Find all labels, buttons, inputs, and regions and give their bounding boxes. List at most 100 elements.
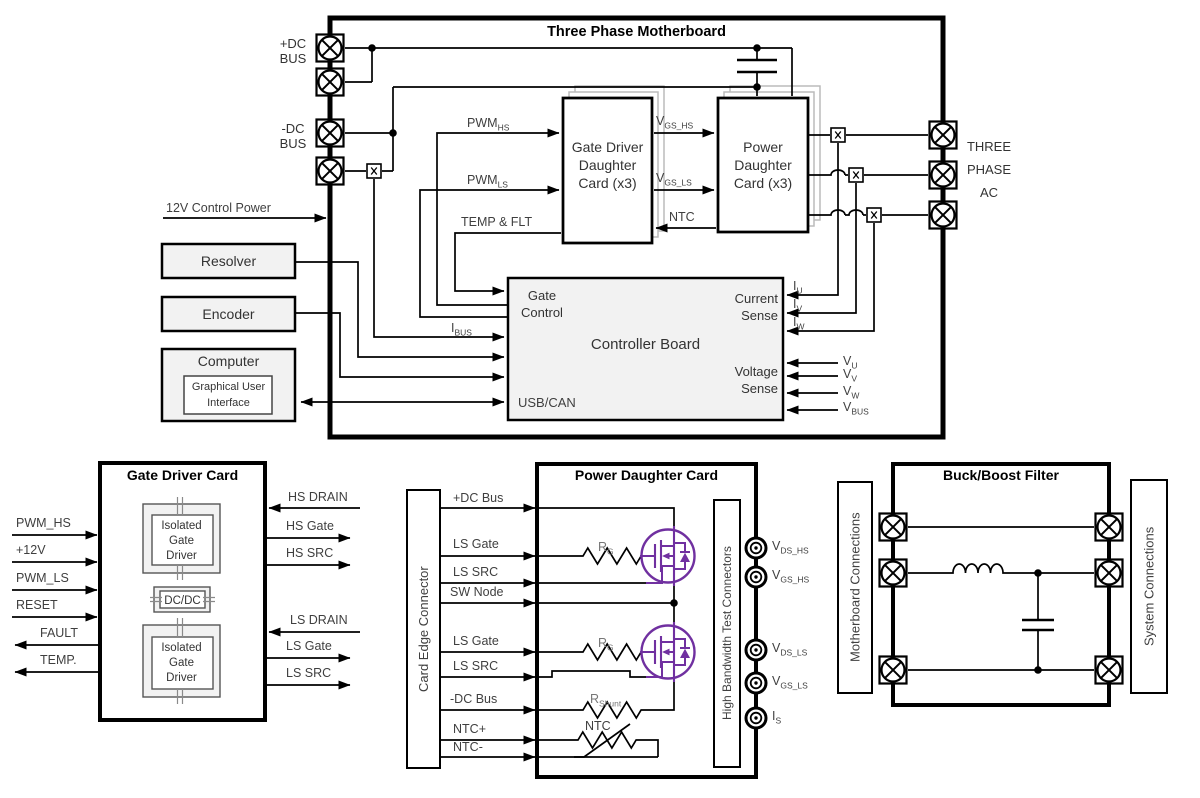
dcdc-label: DC/DC bbox=[164, 595, 201, 607]
resolver-label: Resolver bbox=[200, 253, 257, 269]
dc-plus-bus-label: +DC BUS bbox=[279, 36, 307, 66]
vds-ls-test-connector-icon bbox=[744, 638, 768, 662]
junction-dots bbox=[368, 44, 1042, 674]
vgs-hs-test-label: VGS_HS bbox=[772, 568, 810, 585]
ls-src-wire bbox=[539, 670, 646, 678]
pdc-ls-src-label: LS SRC bbox=[453, 659, 499, 673]
iv-signal-label: IV bbox=[793, 297, 803, 314]
is-test-label: IS bbox=[772, 709, 782, 726]
gdc-hs-gate-label: HS Gate bbox=[286, 519, 334, 533]
ls-gate-resistor-wire bbox=[539, 642, 642, 662]
gdc-ls-drain-label: LS DRAIN bbox=[290, 613, 348, 627]
pdc-dc-plus-label: +DC Bus bbox=[453, 491, 504, 505]
rshunt-label: RShunt bbox=[590, 692, 622, 709]
motherboard-wires bbox=[163, 47, 928, 415]
pwm-hs-wire bbox=[436, 128, 560, 306]
gdc-reset-label: RESET bbox=[16, 598, 58, 612]
pdc-hs-gate-label: LS Gate bbox=[453, 537, 499, 551]
vgs-ls-test-connector-icon bbox=[744, 671, 768, 695]
gate-driver-card-wires bbox=[12, 503, 360, 690]
power-daughter-card-label: Power Daughter Card (x3) bbox=[733, 139, 793, 192]
three-phase-ac-label: THREE PHASE AC bbox=[966, 139, 1012, 200]
motherboard-connections-label: Motherboard Connections bbox=[847, 512, 863, 663]
ntc-thermistor-wire bbox=[539, 730, 659, 758]
pdc-ntc-plus-label: NTC+ bbox=[453, 722, 486, 736]
filter-left-bottom-connector-icon bbox=[878, 655, 908, 685]
encoder-label: Encoder bbox=[202, 306, 255, 322]
dc-minus-connector-1-icon bbox=[315, 118, 345, 148]
test-connectors-label: High Bandwidth Test Connectors bbox=[720, 546, 734, 721]
computer-label: Computer bbox=[197, 353, 260, 369]
ac-phase-w-connector-icon bbox=[928, 200, 958, 230]
iw-current-sensor-icon bbox=[866, 207, 882, 223]
ibus-current-sensor-icon bbox=[366, 163, 382, 179]
gdc-hs-drain-label: HS DRAIN bbox=[288, 490, 348, 504]
gate-driver-daughter-card-label: Gate Driver Daughter Card (x3) bbox=[571, 139, 644, 192]
pdc-dc-minus-label: -DC Bus bbox=[450, 692, 498, 706]
is-test-connector-icon bbox=[744, 706, 768, 730]
vgs-hs-signal-label: VGS_HS bbox=[656, 114, 694, 131]
power-daughter-card-box bbox=[716, 96, 810, 234]
dc-minus-connector-2-icon bbox=[315, 156, 345, 186]
filter-capacitor bbox=[1022, 618, 1054, 632]
filter-left-mid-connector-icon bbox=[878, 558, 908, 588]
isolated-gate-driver-ls-box bbox=[151, 636, 214, 690]
ntc-signal-label: NTC bbox=[669, 210, 695, 224]
gui-label: Graphical User Interface bbox=[191, 381, 266, 409]
shunt-resistor-wire bbox=[539, 682, 675, 720]
control-power-label: 12V Control Power bbox=[166, 201, 271, 215]
pwm-hs-signal-label: PWMHS bbox=[467, 116, 510, 133]
vds-hs-test-label: VDS_HS bbox=[772, 539, 809, 556]
test-connectors-box bbox=[713, 499, 741, 768]
pwm-ls-wire bbox=[419, 185, 560, 318]
usb-can-label: USB/CAN bbox=[518, 395, 576, 410]
dc-minus-bus-label: -DC BUS bbox=[279, 121, 307, 151]
gdc-fault-label: FAULT bbox=[40, 626, 78, 640]
gate-driver-card-title: Gate Driver Card bbox=[126, 467, 239, 483]
buck-boost-filter-box bbox=[891, 462, 1111, 707]
vw-signal-label: VW bbox=[843, 384, 860, 401]
gate-control-label: Gate Control bbox=[521, 288, 563, 320]
vgs-ls-test-label: VGS_LS bbox=[772, 674, 808, 691]
controller-board-label: Controller Board bbox=[590, 336, 701, 353]
gdc-pwm-ls-label: PWM_LS bbox=[16, 571, 69, 585]
pdc-ls-gate-label: LS Gate bbox=[453, 634, 499, 648]
phase-w-wire bbox=[808, 209, 928, 216]
ac-phase-u-connector-icon bbox=[928, 120, 958, 150]
vbus-signal-label: VBUS bbox=[843, 400, 869, 417]
ntc-component-label: NTC bbox=[585, 719, 611, 733]
gdc-hs-src-label: HS SRC bbox=[286, 546, 334, 560]
iw-wire bbox=[786, 223, 875, 336]
isolated-gate-driver-hs-label: Isolated Gate Driver bbox=[161, 520, 202, 563]
pdc-sw-node-label: SW Node bbox=[450, 585, 504, 599]
iv-wire bbox=[786, 183, 857, 318]
gdc-ls-src-label: LS SRC bbox=[286, 666, 332, 680]
gui-box bbox=[183, 375, 273, 415]
dcdc-box bbox=[159, 590, 206, 609]
encoder-wire bbox=[295, 312, 505, 382]
temp-flt-signal-label: TEMP & FLT bbox=[461, 215, 533, 229]
buck-boost-wires bbox=[908, 526, 1094, 671]
rg-hs-label: RG bbox=[598, 540, 614, 557]
iv-current-sensor-icon bbox=[848, 167, 864, 183]
gdc-12v-label: +12V bbox=[16, 543, 46, 557]
motherboard-title: Three Phase Motherboard bbox=[547, 24, 726, 40]
vu-signal-label: VU bbox=[843, 354, 858, 371]
vv-signal-label: VV bbox=[843, 367, 858, 384]
encoder-box bbox=[160, 295, 297, 333]
filter-inductor-wire bbox=[908, 563, 1094, 574]
dc-link-capacitor bbox=[737, 58, 777, 74]
filter-right-mid-connector-icon bbox=[1094, 558, 1124, 588]
temp-flt-wire bbox=[454, 232, 561, 296]
current-sense-label: Current Sense bbox=[734, 291, 778, 323]
hs-gate-resistor-wire bbox=[539, 546, 642, 566]
pdc-ntc-minus-label: NTC- bbox=[453, 740, 483, 754]
buck-boost-filter-title: Buck/Boost Filter bbox=[943, 467, 1059, 483]
power-daughter-card-title: Power Daughter Card bbox=[574, 467, 719, 483]
vds-hs-test-connector-icon bbox=[744, 536, 768, 560]
ntc-strike-line bbox=[574, 723, 631, 758]
pdc-hs-src-label: LS SRC bbox=[453, 565, 499, 579]
filter-left-top-connector-icon bbox=[878, 512, 908, 542]
